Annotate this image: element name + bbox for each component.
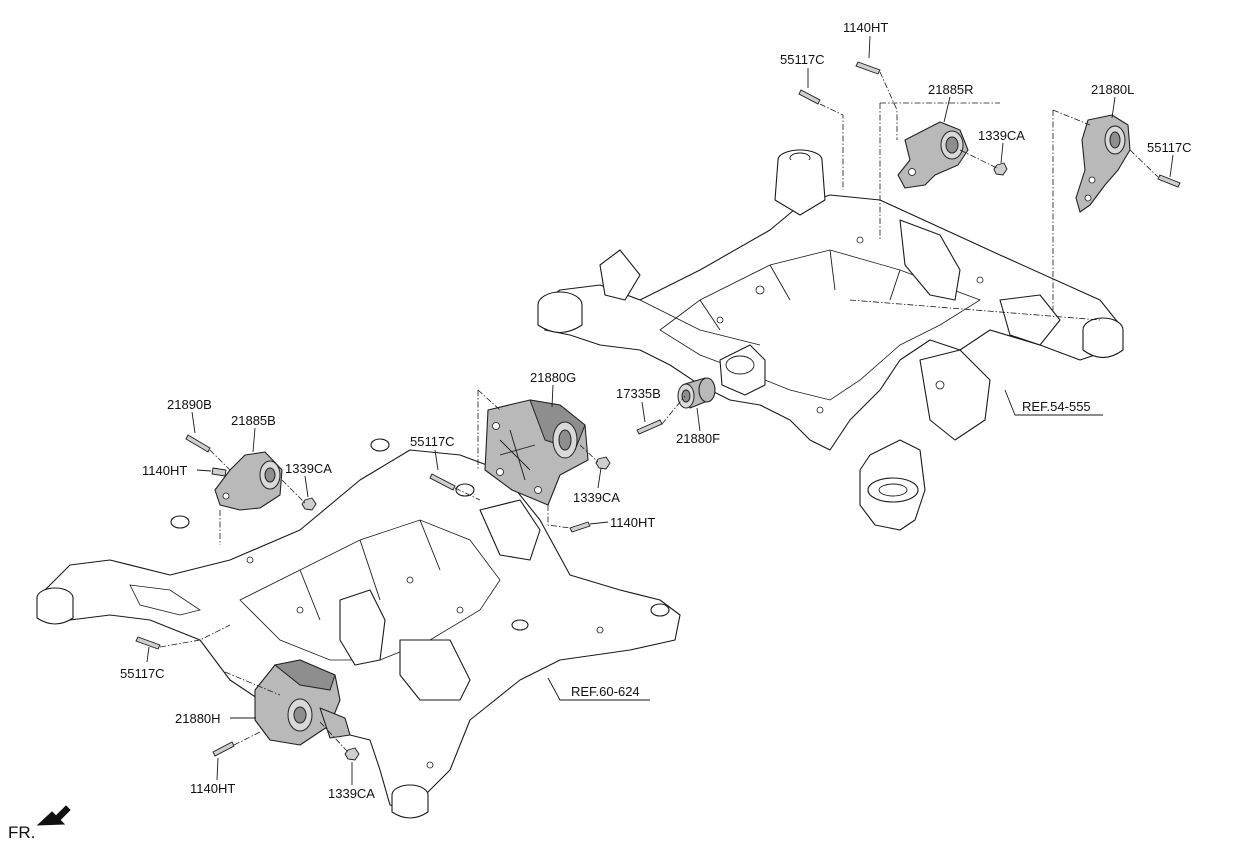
label-1140ht-mid: 1140HT <box>610 515 655 530</box>
label-ref-54-555: REF.54-555 <box>1022 399 1091 414</box>
front-direction-indicator: FR. <box>8 805 71 842</box>
label-21880h: 21880H <box>175 711 221 726</box>
label-1140ht-top: 1140HT <box>843 20 888 35</box>
label-55117c-right: 55117C <box>1147 140 1192 155</box>
label-21880g: 21880G <box>530 370 576 385</box>
label-1339ca-mid: 1339CA <box>573 490 620 505</box>
leader-lines <box>146 35 1174 785</box>
label-21885r: 21885R <box>928 82 974 97</box>
label-1339ca-bottom: 1339CA <box>328 786 375 801</box>
label-ref-60-624: REF.60-624 <box>571 684 640 699</box>
label-1339ca-right: 1339CA <box>978 128 1025 143</box>
part-labels: 1140HT 55117C 21885R 1339CA 21880L 55117… <box>120 20 1192 801</box>
mount-21880g <box>484 399 589 506</box>
rear-subframe <box>537 149 1124 531</box>
label-1140ht-bottom: 1140HT <box>190 781 235 796</box>
label-21890b: 21890B <box>167 397 212 412</box>
mount-21880h <box>254 659 351 746</box>
label-1339ca-left: 1339CA <box>285 461 332 476</box>
mount-21885r <box>897 121 969 189</box>
label-55117c-lower: 55117C <box>120 666 165 681</box>
mount-21885b <box>214 451 283 511</box>
label-21880f: 21880F <box>676 431 720 446</box>
front-subframe <box>36 438 681 819</box>
label-1140ht-left: 1140HT <box>142 463 187 478</box>
bushing-21880f <box>677 377 716 409</box>
fr-label: FR. <box>8 823 35 842</box>
mount-21880l <box>1075 114 1131 213</box>
fasteners <box>135 61 1181 761</box>
assembly-lines <box>159 71 1159 753</box>
label-21885b: 21885B <box>231 413 276 428</box>
label-55117c-mid: 55117C <box>410 434 455 449</box>
arrow-down-left-icon <box>36 805 71 826</box>
label-55117c-top: 55117C <box>780 52 825 67</box>
label-21880l: 21880L <box>1091 82 1134 97</box>
label-17335b: 17335B <box>616 386 661 401</box>
